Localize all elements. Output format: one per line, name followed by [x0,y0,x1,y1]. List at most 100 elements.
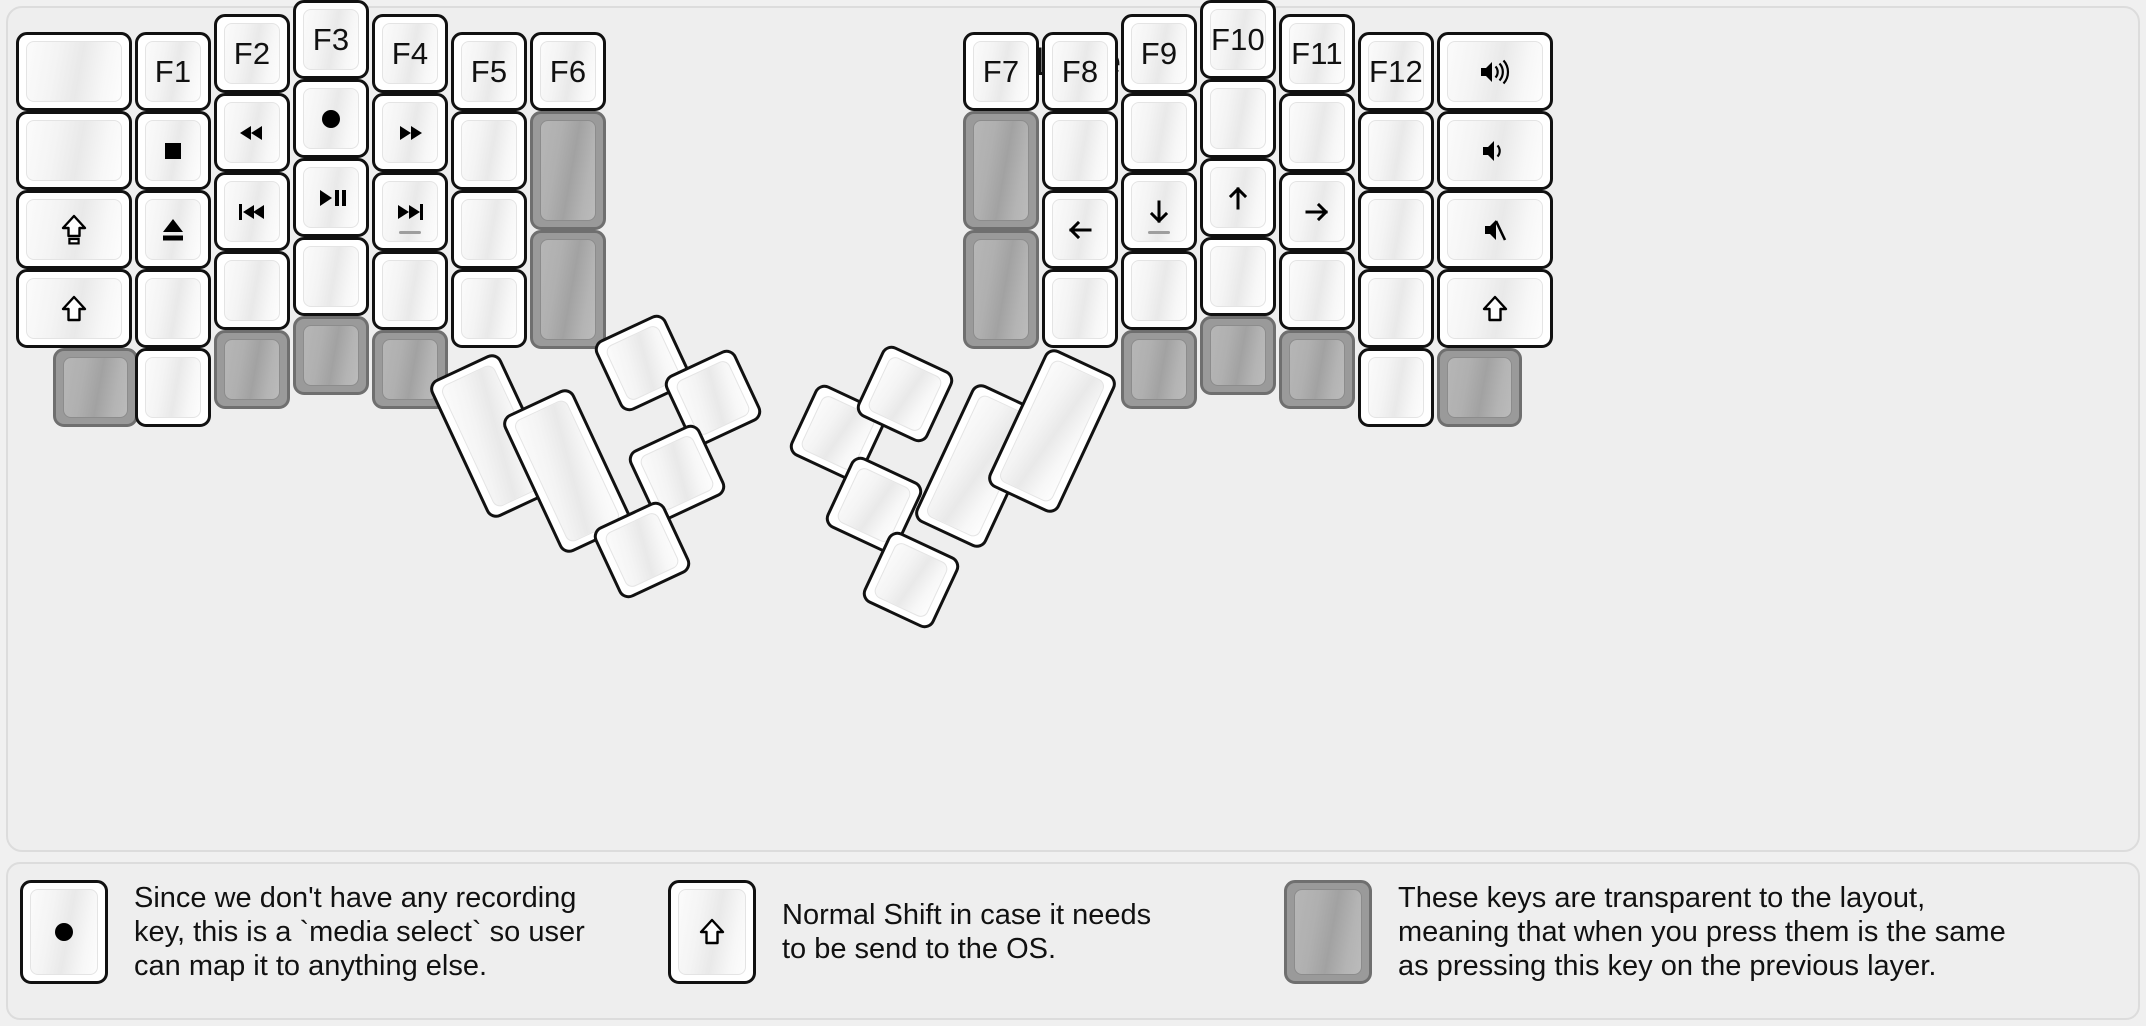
key-col-index-inner-4[interactable] [451,269,527,348]
keycap-face [1289,260,1345,321]
keycap-face: F7 [973,41,1029,102]
key-label: F3 [312,22,350,57]
key-col-inner-r-3[interactable] [963,230,1039,349]
key-play-pause[interactable] [293,158,369,237]
legend-panel [6,862,2140,1020]
key-col-pinky-4[interactable] [135,269,211,348]
key-record[interactable] [293,79,369,158]
keycap-face [1447,278,1543,339]
key-col-middle-r-5[interactable] [1200,316,1276,395]
key-arrow-right[interactable] [1279,172,1355,251]
key-arrow-down[interactable] [1121,172,1197,251]
keycap-face [1289,181,1345,242]
key-f9[interactable]: F9 [1121,14,1197,93]
key-col-index-r-4[interactable] [1121,251,1197,330]
arrow-down-icon [1139,192,1179,232]
key-col-index-4[interactable] [372,251,448,330]
key-col-inner-3[interactable] [530,230,606,349]
key-col-index-inner-r-4[interactable] [1042,269,1118,348]
key-f3[interactable]: F3 [293,0,369,79]
key-col-inner-2[interactable] [530,111,606,230]
eject-icon [153,210,193,250]
keycap-face [1052,278,1108,339]
key-col-ring-r-4[interactable] [1279,251,1355,330]
key-col-ring-5[interactable] [214,330,290,409]
key-col-pinky-r-4[interactable] [1358,269,1434,348]
key-arrow-left[interactable] [1042,190,1118,269]
key-label: F7 [982,54,1020,89]
key-next-track[interactable] [372,172,448,251]
key-label: F11 [1291,36,1343,71]
key-col-ring-4[interactable] [214,251,290,330]
keycap-face [1447,199,1543,260]
key-col-middle-4[interactable] [293,237,369,316]
key-col-index-inner-2[interactable] [451,111,527,190]
key-volume-down[interactable] [1437,111,1553,190]
keycap-face [1447,357,1512,418]
legend-transparent: These keys are transparent to the layout… [1284,880,2006,984]
key-label: F8 [1061,54,1099,89]
key-col-middle-r-4[interactable] [1200,237,1276,316]
key-col-pinky-outer-r-5[interactable] [1437,348,1522,427]
key-col-ring-r-5[interactable] [1279,330,1355,409]
key-col-middle-r-2[interactable] [1200,79,1276,158]
key-col-pinky-outer-2[interactable] [16,111,132,190]
key-col-index-r-2[interactable] [1121,93,1197,172]
key-volume-up[interactable] [1437,32,1553,111]
key-col-pinky-r-2[interactable] [1358,111,1434,190]
key-f7[interactable]: F7 [963,32,1039,111]
keycap-face [461,199,517,260]
key-col-index-r-5[interactable] [1121,330,1197,409]
keycap-face: F6 [540,41,596,102]
key-volume-mute[interactable] [1437,190,1553,269]
key-col-inner-r-2[interactable] [963,111,1039,230]
key-shift-lock[interactable] [16,190,132,269]
keycap-face [1368,199,1424,260]
keycap-face [678,889,746,975]
key-label: F2 [233,36,271,71]
key-f5[interactable]: F5 [451,32,527,111]
key-col-pinky-r-5[interactable] [1358,348,1434,427]
legend-media-select-key [20,880,108,984]
key-prev-track[interactable] [214,172,290,251]
keycap-face: F1 [145,41,201,102]
arrow-left-icon [1060,210,1100,250]
next-track-icon [390,192,430,232]
key-col-pinky-r-3[interactable] [1358,190,1434,269]
key-f6[interactable]: F6 [530,32,606,111]
key-f4[interactable]: F4 [372,14,448,93]
key-f8[interactable]: F8 [1042,32,1118,111]
keycap-face: F4 [382,23,438,84]
key-shift[interactable] [16,269,132,348]
volume-up-icon [1475,52,1515,92]
key-col-index-5[interactable] [372,330,448,409]
key-shift[interactable] [1437,269,1553,348]
key-col-index-inner-3[interactable] [451,190,527,269]
key-arrow-up[interactable] [1200,158,1276,237]
key-f11[interactable]: F11 [1279,14,1355,93]
keycap-face [1131,102,1187,163]
key-f12[interactable]: F12 [1358,32,1434,111]
key-col-pinky-5[interactable] [135,348,211,427]
keycap-face [1210,246,1266,307]
legend-transparent-text: These keys are transparent to the layout… [1398,881,2006,983]
key-eject[interactable] [135,190,211,269]
key-rewind[interactable] [214,93,290,172]
keycap-face: F8 [1052,41,1108,102]
key-col-index-inner-r-2[interactable] [1042,111,1118,190]
key-stop[interactable] [135,111,211,190]
homing-bump [1148,231,1170,234]
key-f10[interactable]: F10 [1200,0,1276,79]
key-col-middle-5[interactable] [293,316,369,395]
keycap-face [540,239,596,340]
key-col-ring-r-2[interactable] [1279,93,1355,172]
key-label: F1 [154,54,192,89]
keycap-face [872,540,950,620]
key-fast-forward[interactable] [372,93,448,172]
key-f1[interactable]: F1 [135,32,211,111]
keycap-face [145,278,201,339]
key-f2[interactable]: F2 [214,14,290,93]
key-col-pinky-outer-5[interactable] [53,348,138,427]
key-col-pinky-outer-1[interactable] [16,32,132,111]
